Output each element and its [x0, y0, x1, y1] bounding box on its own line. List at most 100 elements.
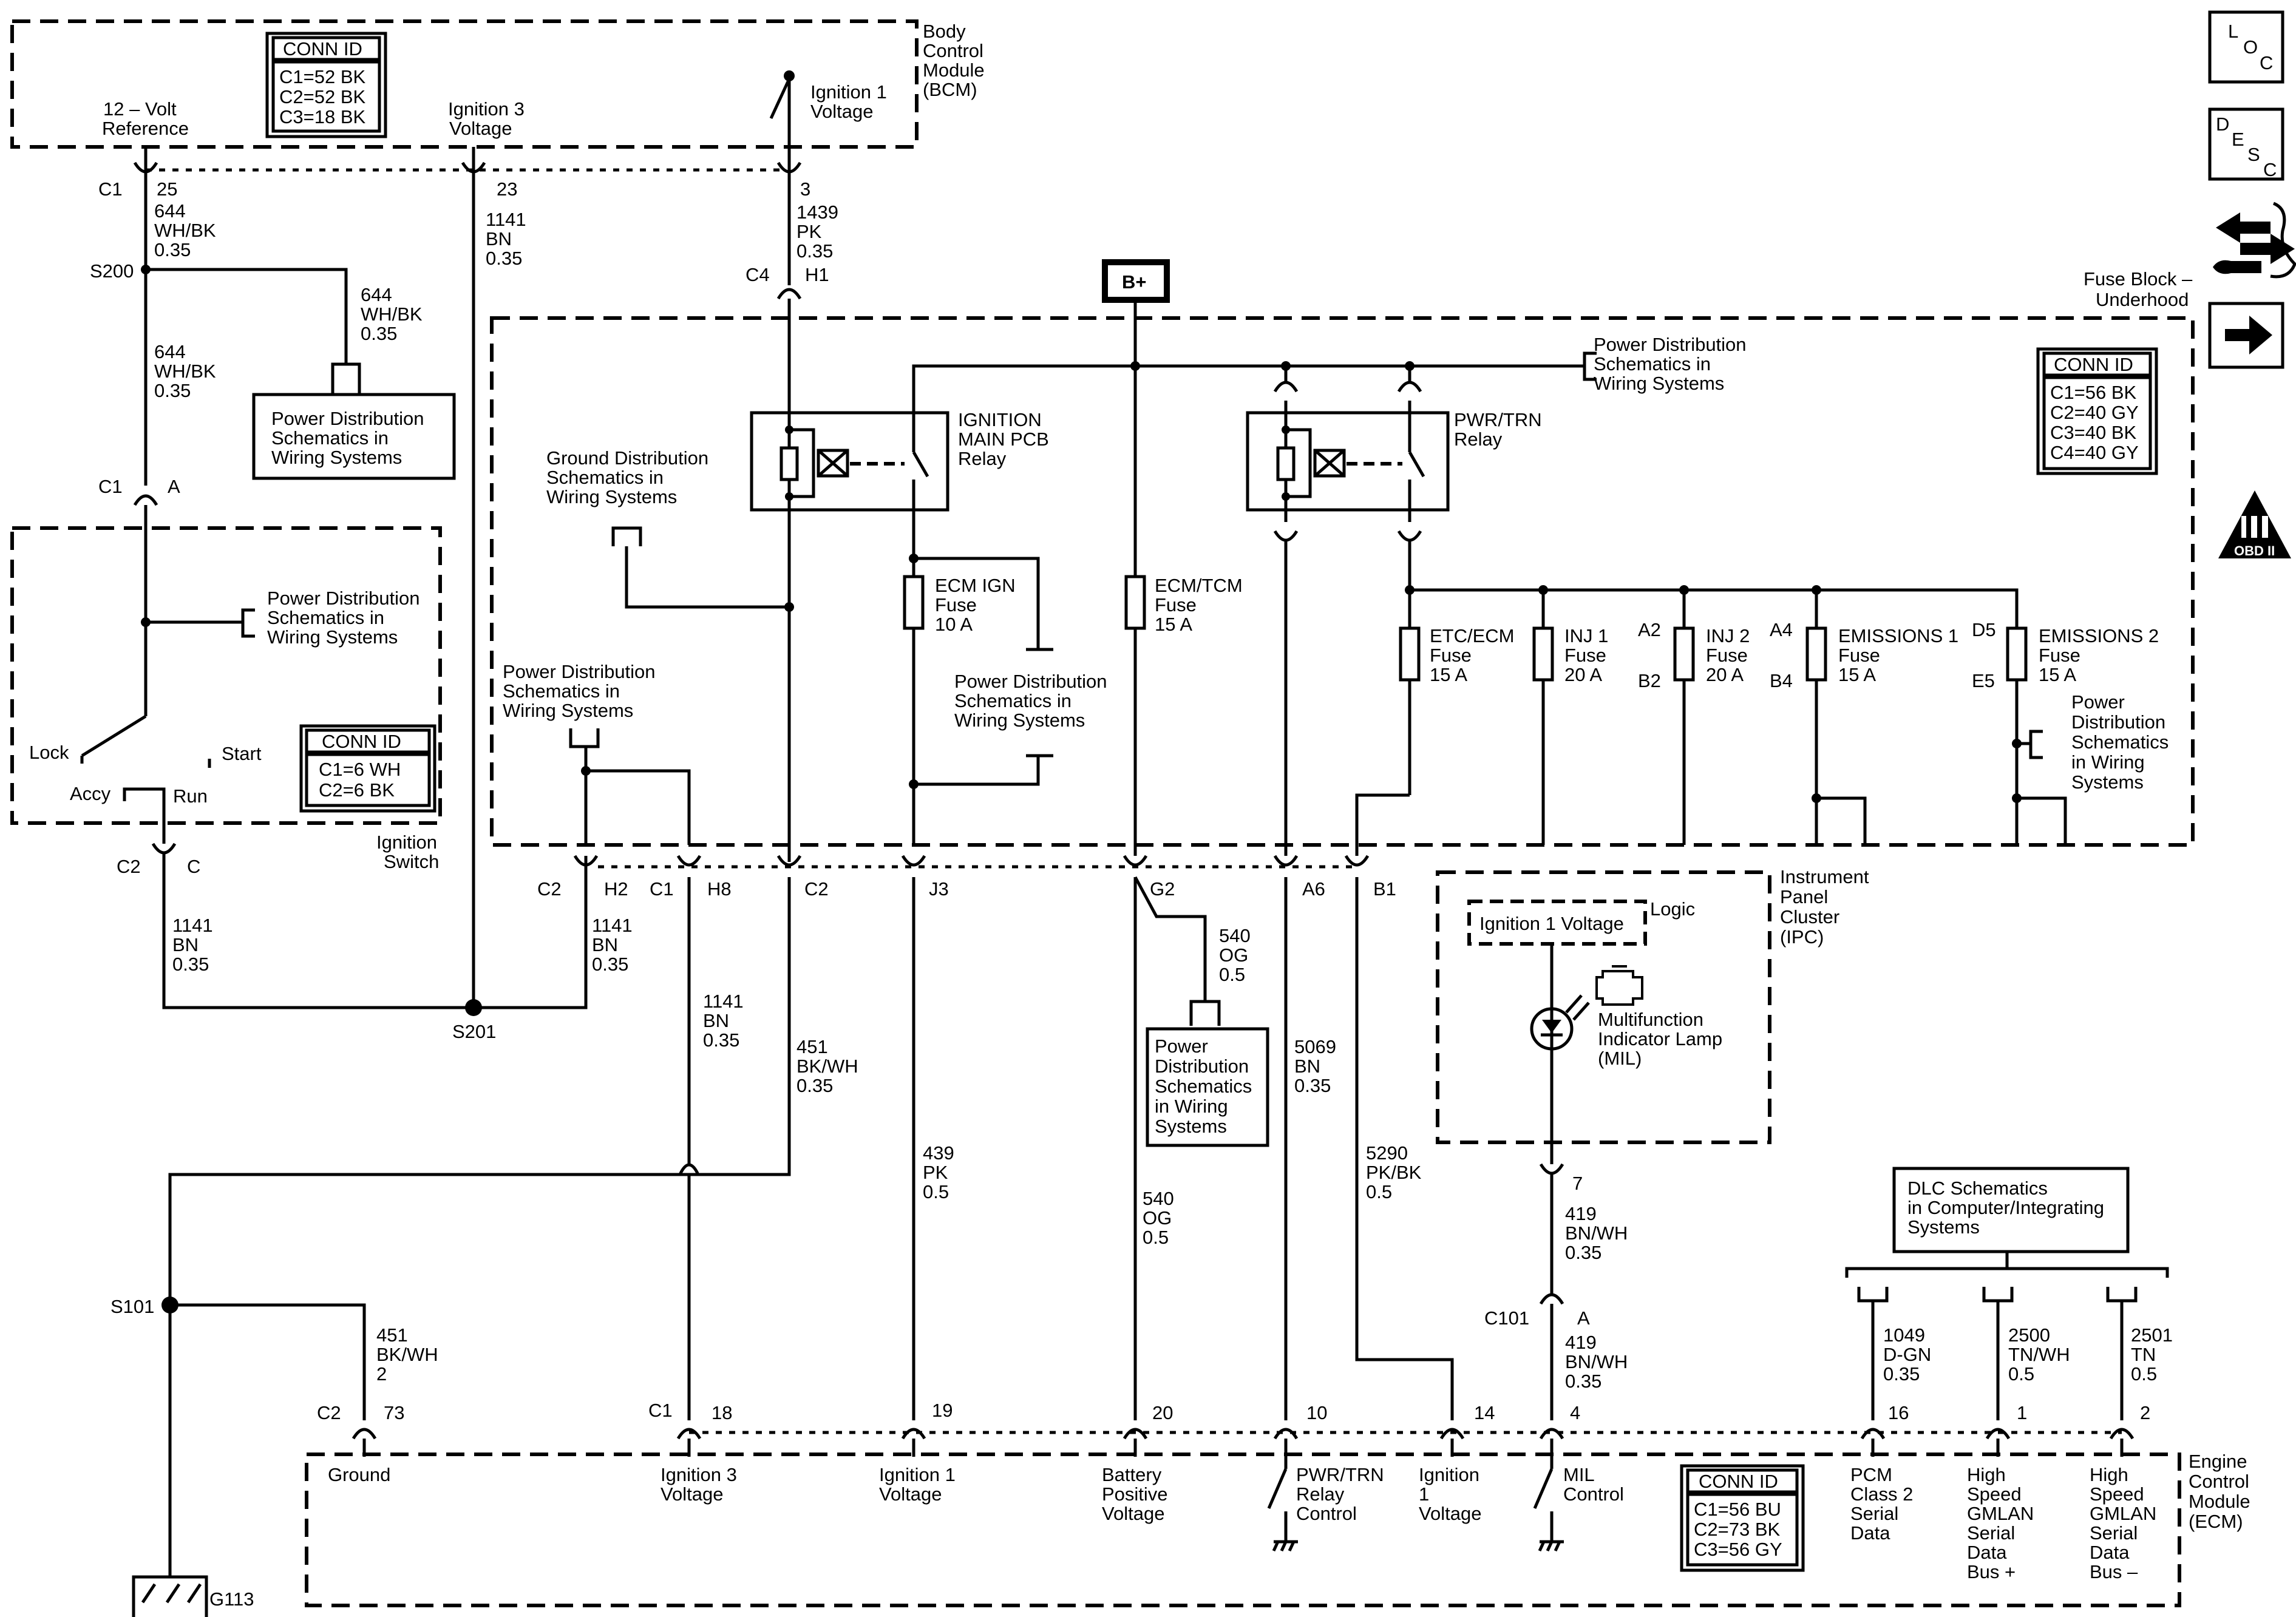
- svg-text:Power Distribution: Power Distribution: [271, 408, 424, 429]
- svg-text:419: 419: [1565, 1332, 1597, 1353]
- ground-distribution-ref[interactable]: Ground Distribution Schematics in Wiring…: [546, 447, 794, 612]
- svg-text:Schematics in: Schematics in: [954, 690, 1072, 711]
- splice-s201: S201 1141 BN 0.35: [452, 915, 633, 1042]
- svg-text:1439: 1439: [796, 202, 838, 223]
- power-distribution-ref-ecm-ign[interactable]: Power Distribution Schematics in Wiring …: [954, 648, 1107, 758]
- svg-text:Systems: Systems: [1907, 1216, 1980, 1238]
- svg-text:Underhood: Underhood: [2096, 289, 2189, 310]
- svg-text:0.35: 0.35: [592, 954, 628, 975]
- svg-text:Relay: Relay: [1296, 1483, 1345, 1505]
- svg-text:A2: A2: [1638, 619, 1661, 640]
- svg-text:23: 23: [497, 178, 517, 200]
- svg-text:Run: Run: [173, 785, 208, 807]
- svg-text:in Wiring: in Wiring: [1155, 1096, 1228, 1117]
- svg-text:2501: 2501: [2131, 1324, 2173, 1346]
- power-distribution-ref-em2[interactable]: Power Distribution Schematics in Wiring …: [2071, 691, 2169, 793]
- svg-text:1141: 1141: [703, 991, 744, 1012]
- svg-text:Control: Control: [1296, 1503, 1357, 1524]
- svg-text:H1: H1: [805, 264, 829, 285]
- svg-text:Voltage: Voltage: [1102, 1503, 1164, 1524]
- bcm-pin-labels: 12 – Volt Reference Ignition 3 Voltage I…: [102, 81, 887, 139]
- svg-text:Serial: Serial: [1850, 1503, 1898, 1524]
- svg-text:20: 20: [1152, 1402, 1173, 1423]
- next-page-icon[interactable]: [2208, 302, 2284, 369]
- dlc-schematics-ref[interactable]: DLC Schematics in Computer/Integrating S…: [1845, 1167, 2169, 1278]
- svg-text:Voltage: Voltage: [1419, 1503, 1481, 1524]
- svg-text:A4: A4: [1770, 619, 1793, 640]
- svg-text:WH/BK: WH/BK: [361, 303, 423, 325]
- svg-text:Start: Start: [222, 743, 262, 764]
- svg-text:Schematics: Schematics: [2071, 731, 2169, 753]
- location-icon[interactable]: L O C: [2208, 10, 2284, 84]
- power-distribution-ref-top[interactable]: Power Distribution Schematics in Wiring …: [1583, 334, 1747, 394]
- fuse-emissions1: A4 B4 EMISSIONS 1 Fuse 15 A: [1770, 590, 1958, 845]
- svg-text:Systems: Systems: [1155, 1116, 1227, 1137]
- svg-text:Fuse: Fuse: [935, 594, 977, 615]
- svg-text:J3: J3: [929, 878, 949, 900]
- svg-text:Schematics in: Schematics in: [271, 427, 389, 449]
- svg-text:in Wiring: in Wiring: [2071, 751, 2145, 773]
- svg-text:Voltage: Voltage: [449, 118, 512, 139]
- svg-text:7: 7: [1572, 1173, 1583, 1194]
- svg-text:15 A: 15 A: [1155, 614, 1192, 635]
- power-distribution-ref-h2[interactable]: Power Distribution Schematics in Wiring …: [503, 661, 691, 845]
- svg-text:Ignition: Ignition: [376, 832, 437, 853]
- ipc-ignition1-voltage: Ignition 1 Voltage Logic: [1467, 898, 1695, 946]
- svg-text:Module: Module: [923, 59, 985, 81]
- power-distribution-ref-g2[interactable]: Power Distribution Schematics in Wiring …: [1146, 1000, 1269, 1147]
- svg-text:Bus –: Bus –: [2090, 1561, 2138, 1582]
- engine-icon: [1595, 965, 1643, 1006]
- ignition-switch-conn-c: C2 C 1141 BN 0.35: [117, 842, 588, 1009]
- svg-text:Power: Power: [1155, 1036, 1208, 1057]
- svg-text:Panel: Panel: [1780, 886, 1828, 907]
- svg-text:Data: Data: [1967, 1542, 2007, 1563]
- ecm-pwr-trn-driver: [1267, 1439, 1298, 1552]
- svg-text:Class 2: Class 2: [1850, 1483, 1913, 1505]
- svg-text:L: L: [2228, 21, 2238, 42]
- svg-text:10 A: 10 A: [935, 614, 973, 635]
- bcm-module: Body Control Module (BCM): [10, 19, 985, 149]
- svg-text:(MIL): (MIL): [1598, 1048, 1642, 1069]
- description-icon[interactable]: D E S C: [2208, 107, 2284, 181]
- ipc-module: Instrument Panel Cluster (IPC): [1436, 866, 1869, 1144]
- svg-text:Wiring Systems: Wiring Systems: [267, 626, 398, 648]
- ground-g113: G113: [132, 1575, 254, 1617]
- svg-text:451: 451: [796, 1036, 828, 1057]
- svg-text:3: 3: [800, 178, 810, 200]
- svg-text:PCM: PCM: [1850, 1464, 1892, 1485]
- ecm-conn-id: CONN ID C1=56 BU C2=73 BK C3=56 GY: [1680, 1464, 1805, 1572]
- svg-text:Data: Data: [2090, 1542, 2130, 1563]
- svg-text:ECM IGN: ECM IGN: [935, 575, 1016, 596]
- svg-text:Systems: Systems: [2071, 771, 2144, 793]
- svg-text:C3=56 GY: C3=56 GY: [1694, 1539, 1782, 1560]
- svg-text:WH/BK: WH/BK: [154, 220, 216, 241]
- power-distribution-ref-switch[interactable]: Power Distribution Schematics in Wiring …: [241, 588, 420, 648]
- svg-text:BN: BN: [592, 934, 618, 955]
- power-distribution-ref-bcm[interactable]: Power Distribution Schematics in Wiring …: [252, 362, 456, 480]
- connector-tool-icon[interactable]: [2213, 202, 2296, 279]
- svg-text:Wiring Systems: Wiring Systems: [546, 486, 677, 507]
- svg-text:0.5: 0.5: [2131, 1363, 2157, 1385]
- svg-text:0.35: 0.35: [1565, 1242, 1601, 1263]
- svg-text:Serial: Serial: [1967, 1522, 2015, 1544]
- svg-text:Ground: Ground: [328, 1464, 390, 1485]
- svg-text:0.35: 0.35: [154, 380, 191, 401]
- svg-text:TN/WH: TN/WH: [2008, 1344, 2070, 1365]
- svg-text:OG: OG: [1143, 1207, 1172, 1229]
- svg-text:PWR/TRN: PWR/TRN: [1296, 1464, 1384, 1485]
- svg-text:OG: OG: [1219, 944, 1248, 966]
- svg-text:15 A: 15 A: [2039, 664, 2076, 685]
- svg-text:C101: C101: [1484, 1307, 1529, 1329]
- svg-text:12 – Volt: 12 – Volt: [103, 98, 177, 120]
- svg-text:20 A: 20 A: [1564, 664, 1602, 685]
- svg-text:Wiring Systems: Wiring Systems: [1594, 373, 1724, 394]
- svg-text:0.5: 0.5: [1219, 964, 1245, 985]
- svg-text:C2=40 GY: C2=40 GY: [2050, 402, 2139, 423]
- svg-text:S: S: [2247, 144, 2260, 165]
- svg-text:0.5: 0.5: [923, 1181, 949, 1202]
- svg-text:CONN ID: CONN ID: [283, 38, 362, 59]
- svg-text:Ignition: Ignition: [1419, 1464, 1479, 1485]
- svg-text:1: 1: [1419, 1483, 1429, 1505]
- svg-text:1141: 1141: [486, 209, 526, 230]
